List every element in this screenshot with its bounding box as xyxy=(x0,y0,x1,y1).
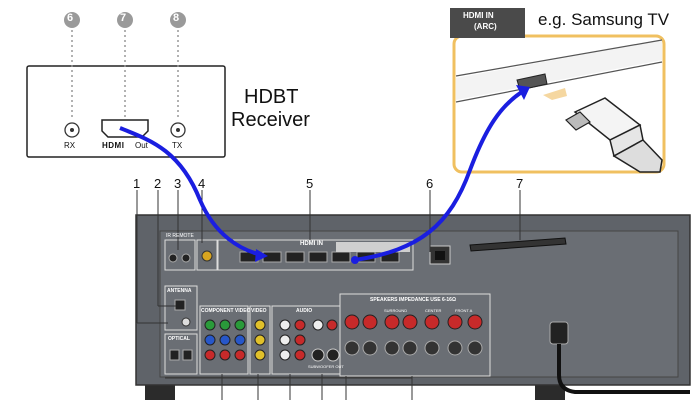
callout-7-circle xyxy=(117,12,133,28)
receiver-callout-1: 1 xyxy=(133,176,141,191)
rx-port-label: RX xyxy=(64,141,76,150)
hdmi-out-arc-connector xyxy=(351,256,359,264)
wifi-antenna-icon xyxy=(469,237,567,252)
subwoofer-jack xyxy=(311,348,325,362)
hdmi-out-logo: HDMI xyxy=(102,141,125,150)
tv-inset xyxy=(450,8,666,174)
receiver-callout-7: 7 xyxy=(516,176,524,191)
ir-remote-label: IR REMOTE xyxy=(166,233,194,239)
callout-8-circle xyxy=(170,12,186,28)
hdmi-in-section xyxy=(217,239,414,271)
tv-hdmi-tab-line1: HDMI IN xyxy=(463,11,494,20)
hdmi-in-arc-tab xyxy=(450,8,525,38)
hdbt-receiver-title-line1: HDBT xyxy=(244,86,299,108)
hdbt-receiver-unit xyxy=(26,12,226,158)
tx-port-label: TX xyxy=(172,141,183,150)
receiver-callout-5: 5 xyxy=(306,176,314,191)
surround-label: SURROUND xyxy=(384,308,408,313)
receiver-callout-2: 2 xyxy=(154,176,162,191)
callout-6-circle xyxy=(64,12,80,28)
subwoofer-label: SUBWOOFER OUT xyxy=(308,364,344,369)
power-cable xyxy=(557,344,690,394)
hdmi-cable-receiver-to-avr xyxy=(119,126,263,257)
ir-remote-section xyxy=(164,239,196,271)
receiver-callout-6: 6 xyxy=(426,176,434,191)
antenna-label: ANTENNA xyxy=(167,288,192,294)
hdbt-receiver-title-line2: Receiver xyxy=(231,109,310,131)
tv-hdmi-tab-line2: (ARC) xyxy=(474,22,497,31)
video-label: VIDEO xyxy=(251,308,267,314)
hdmi-cable-arrowhead-1 xyxy=(255,249,268,262)
receiver-callout-3: 3 xyxy=(174,176,182,191)
optical-section xyxy=(164,333,198,375)
speakers-section xyxy=(339,293,491,377)
tv-caption: e.g. Samsung TV xyxy=(538,10,670,29)
video-section xyxy=(249,305,271,375)
power-socket-icon xyxy=(549,321,569,345)
front-label: FRONT A xyxy=(455,308,473,313)
callout-6-label: 6 xyxy=(67,12,74,24)
hdmi-plug-icon xyxy=(565,97,663,173)
receiver-callout-4: 4 xyxy=(198,176,206,191)
optical-label: OPTICAL xyxy=(168,336,190,342)
component-video-section xyxy=(199,305,249,375)
audio-label: AUDIO xyxy=(296,308,313,314)
antenna-section xyxy=(164,285,198,331)
hdmi-in-label: HDMI IN xyxy=(300,241,323,247)
speakers-label: SPEAKERS IMPEDANCE USE 6-16Ω xyxy=(370,297,456,303)
callout-8-label: 8 xyxy=(173,12,180,24)
component-video-label: COMPONENT VIDEO xyxy=(201,308,251,314)
callout-7-label: 7 xyxy=(120,12,127,24)
hdmi-cable-avr-to-tv xyxy=(354,88,527,262)
center-label: CENTER xyxy=(425,308,442,313)
hdmi-cable-arrowhead-2 xyxy=(516,85,530,100)
hdmi-out-label: Out xyxy=(135,141,148,150)
